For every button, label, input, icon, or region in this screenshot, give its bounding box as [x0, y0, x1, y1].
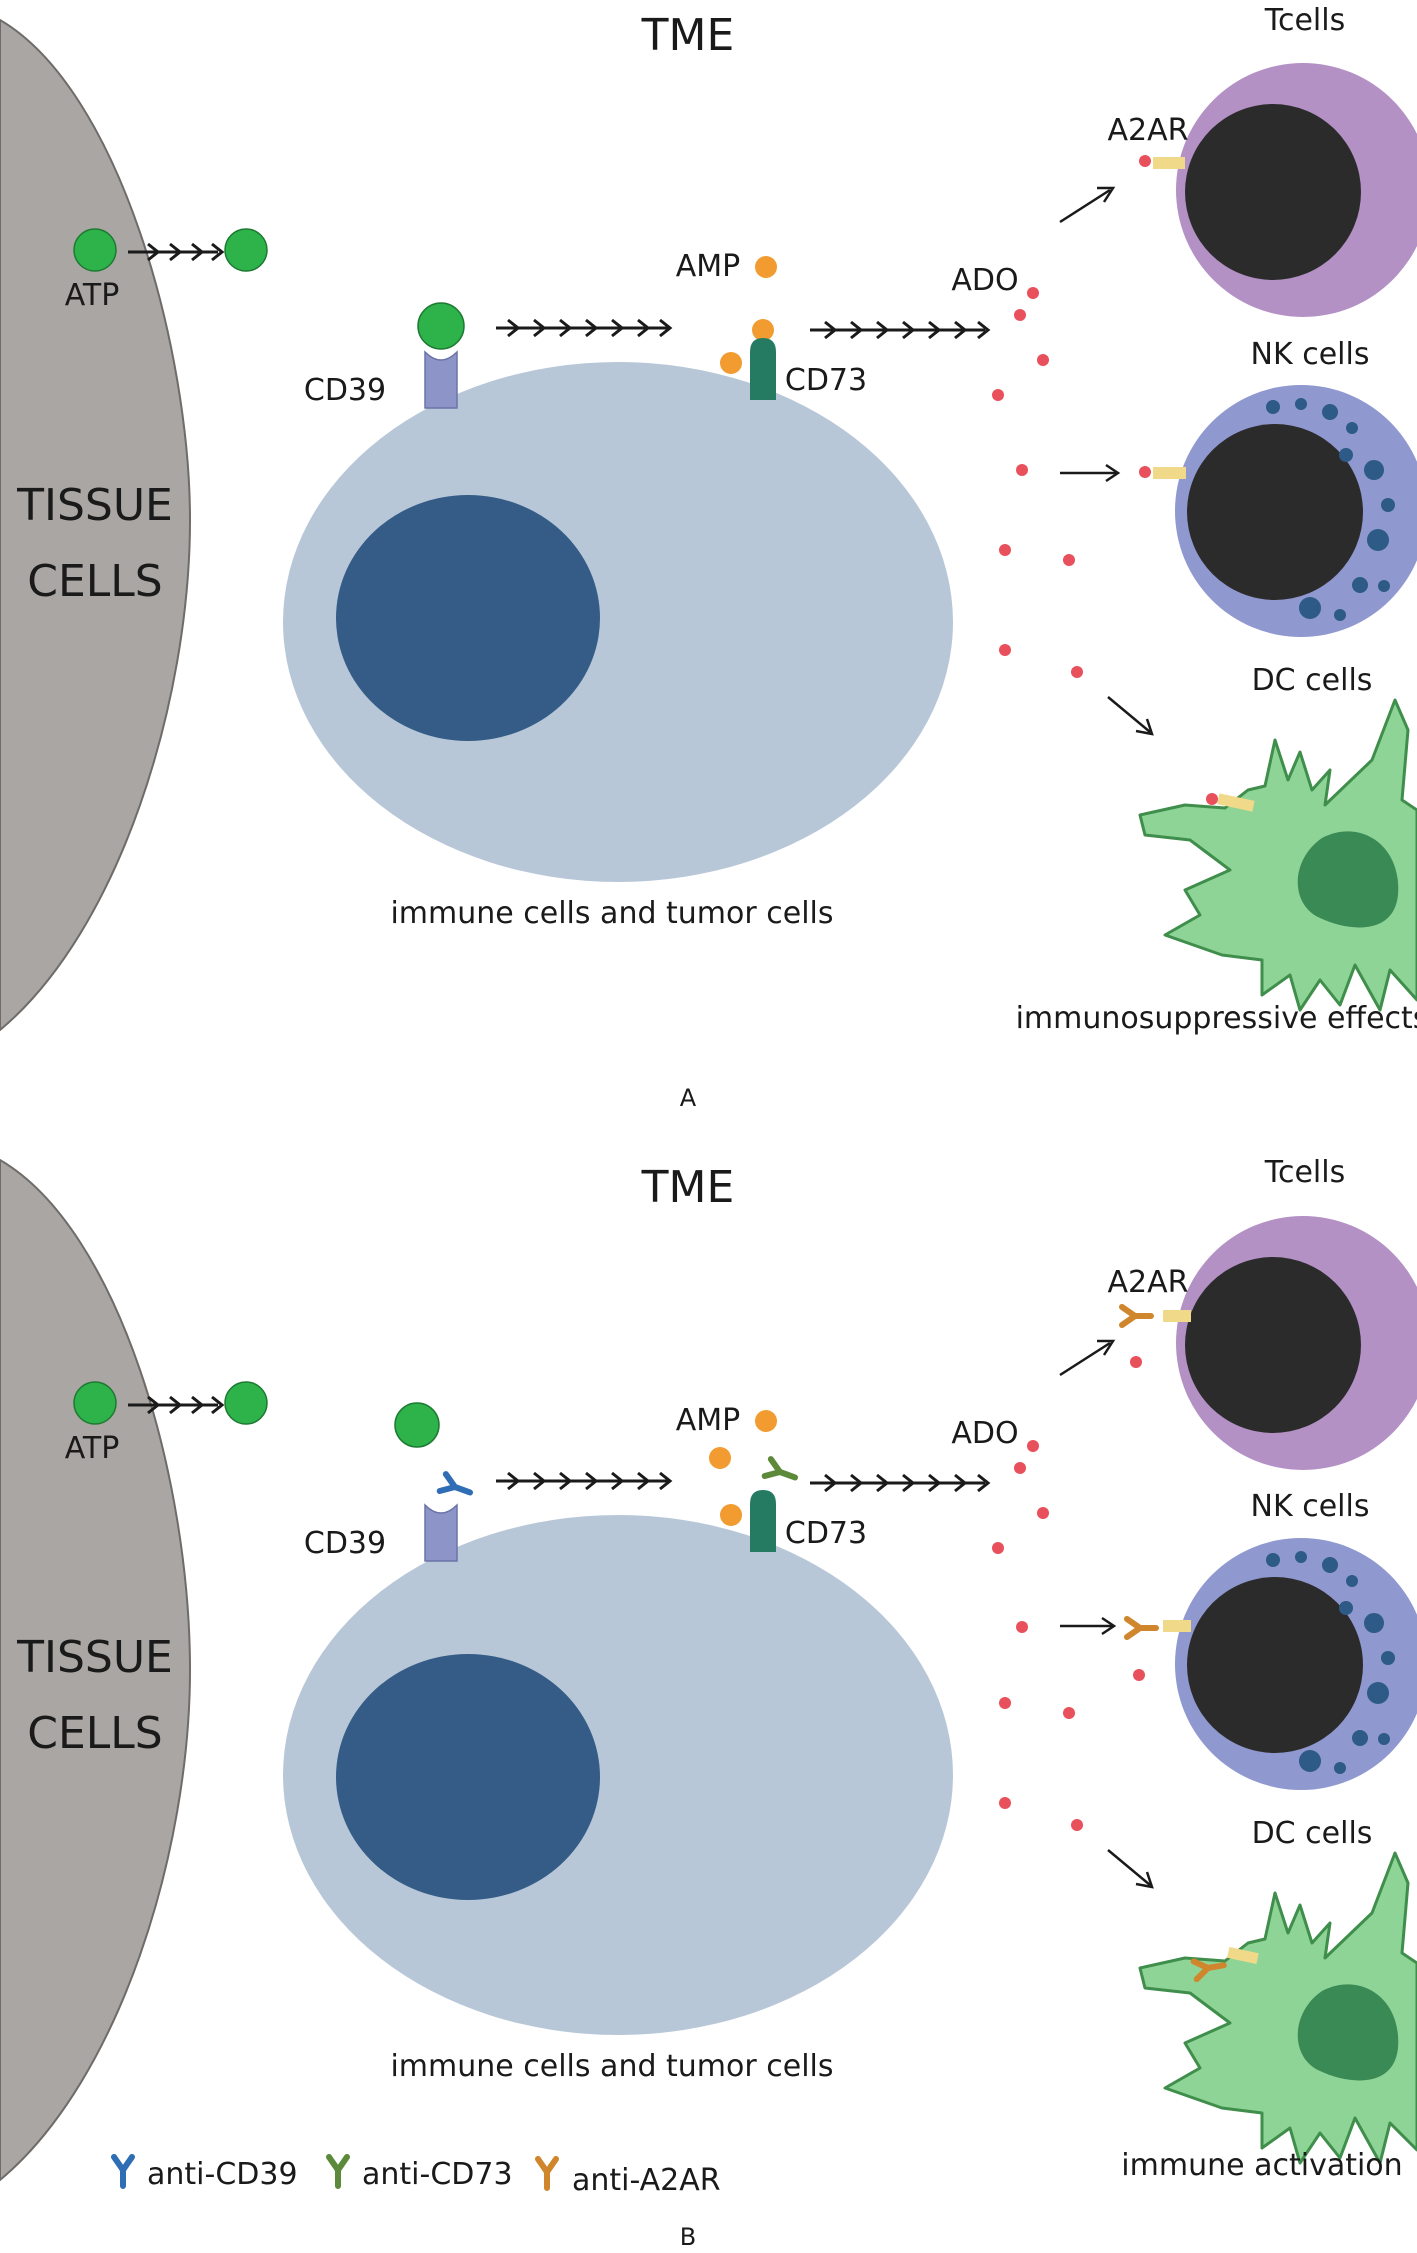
t-cell-nucleus — [1185, 104, 1361, 280]
atp-label: ATP — [65, 1431, 120, 1466]
tissue-cells — [0, 18, 192, 1032]
tissue-label-line2: CELLS — [27, 556, 162, 607]
atp-molecule — [224, 1381, 268, 1425]
effect-label: immune activation — [1121, 2148, 1402, 2183]
legend: anti-CD39 anti-CD73 anti-A2AR — [114, 2157, 721, 2198]
dc-nucleus — [1297, 1984, 1399, 2081]
panel-label-a: A — [680, 1084, 697, 1112]
tissue-label-line1: TISSUE — [16, 480, 173, 531]
anti-a2ar-antibody — [1122, 1307, 1151, 1325]
cell-nucleus — [336, 1654, 600, 1900]
cd73-receptor — [750, 1490, 776, 1552]
amp-molecule — [752, 319, 774, 341]
legend-swatch-anti-cd39 — [114, 2157, 132, 2186]
atp-molecule — [417, 302, 465, 350]
legend-label-anti-cd39: anti-CD39 — [147, 2157, 298, 2192]
amp-molecule — [720, 352, 742, 374]
arrow-to-dccell — [1107, 1849, 1151, 1886]
dc-cell — [1138, 698, 1417, 1012]
ado-bound — [1139, 155, 1151, 167]
a2ar-receptor — [1153, 467, 1186, 479]
tme-title: TME — [641, 10, 735, 61]
amp-molecule — [720, 1504, 742, 1526]
cell-caption: immune cells and tumor cells — [390, 2049, 833, 2084]
nk-cell-nucleus — [1187, 1577, 1363, 1753]
a2ar-receptor — [1227, 1946, 1259, 1964]
tissue-label-line2: CELLS — [27, 1708, 162, 1759]
immune-tumor-cell — [283, 362, 953, 882]
a2ar-label: A2AR — [1108, 1265, 1189, 1300]
a2ar-receptor — [1163, 1620, 1191, 1632]
cd39-label: CD39 — [304, 1526, 386, 1561]
atp-label: ATP — [65, 278, 120, 313]
immune-tumor-cell — [283, 1515, 953, 2035]
arrow-to-tcell — [1059, 1341, 1111, 1377]
nk-cell-nucleus — [1187, 424, 1363, 600]
amp-molecule — [709, 1447, 731, 1469]
nk-label: NK cells — [1251, 337, 1370, 372]
ado-bound — [1139, 466, 1151, 478]
panel-label-b: B — [680, 2223, 696, 2251]
panel-a: TISSUE CELLS TME ATP immune cells and tu… — [0, 3, 1417, 1112]
amp-label: AMP — [676, 1403, 741, 1438]
atp-molecule — [73, 1381, 117, 1425]
legend-swatch-anti-cd73 — [329, 2157, 347, 2186]
tissue-label-line1: TISSUE — [16, 1632, 173, 1683]
a2ar-label: A2AR — [1108, 113, 1189, 148]
anti-a2ar-antibody — [1127, 1619, 1156, 1637]
adenosine-molecules — [992, 1440, 1083, 1831]
a2ar-receptor — [1153, 157, 1185, 169]
anti-cd73-antibody — [765, 1459, 798, 1486]
cd73-label: CD73 — [785, 363, 867, 398]
atp-molecule — [224, 228, 268, 272]
atp-release-arrow — [128, 1395, 224, 1415]
ado-bound — [1206, 793, 1218, 805]
legend-label-anti-cd73: anti-CD73 — [362, 2157, 513, 2192]
ado-label: ADO — [951, 263, 1018, 298]
ado-label: ADO — [951, 1416, 1018, 1451]
cd73-label: CD73 — [785, 1516, 867, 1551]
cd73-receptor — [750, 338, 776, 400]
legend-label-anti-a2ar: anti-A2AR — [572, 2163, 721, 2198]
cd39-receptor — [424, 1503, 458, 1562]
ado-free — [1130, 1356, 1142, 1368]
nk-granules — [1266, 1551, 1395, 1774]
cd39-label: CD39 — [304, 373, 386, 408]
atp-release-arrow — [128, 242, 224, 262]
a2ar-receptor — [1217, 793, 1255, 812]
cd39-receptor — [424, 350, 458, 409]
tcells-label: Tcells — [1264, 1155, 1345, 1190]
cell-nucleus — [336, 495, 600, 741]
amp-to-ado-arrow — [810, 320, 990, 340]
legend-swatch-anti-a2ar — [538, 2159, 556, 2188]
anti-cd39-antibody — [440, 1474, 473, 1501]
tme-title: TME — [641, 1162, 735, 1213]
effect-label: immunosuppressive effects — [1016, 1001, 1417, 1036]
panel-b: TISSUE CELLS TME ATP immune cells and tu… — [0, 1155, 1417, 2251]
arrow-to-tcell — [1059, 188, 1111, 224]
adenosine-molecules — [992, 287, 1083, 678]
atp-to-amp-arrow — [496, 1471, 672, 1491]
dc-cell — [1138, 1851, 1417, 2165]
atp-molecule — [73, 228, 117, 272]
t-cell-nucleus — [1185, 1257, 1361, 1433]
amp-label: AMP — [676, 249, 741, 284]
nk-granules — [1266, 398, 1395, 621]
a2ar-receptor — [1163, 1310, 1191, 1322]
atp-to-amp-arrow — [496, 318, 672, 338]
ado-free — [1133, 1669, 1145, 1681]
dc-label: DC cells — [1252, 1816, 1373, 1851]
cell-caption: immune cells and tumor cells — [390, 896, 833, 931]
atp-molecule — [394, 1402, 440, 1448]
dc-nucleus — [1297, 831, 1399, 928]
nk-label: NK cells — [1251, 1489, 1370, 1524]
amp-molecule — [755, 256, 777, 278]
amp-to-ado-arrow — [810, 1473, 990, 1493]
arrow-to-dccell — [1107, 696, 1151, 733]
dc-label: DC cells — [1252, 663, 1373, 698]
tcells-label: Tcells — [1264, 3, 1345, 38]
tissue-cells — [0, 1158, 192, 2182]
amp-molecule — [755, 1410, 777, 1432]
